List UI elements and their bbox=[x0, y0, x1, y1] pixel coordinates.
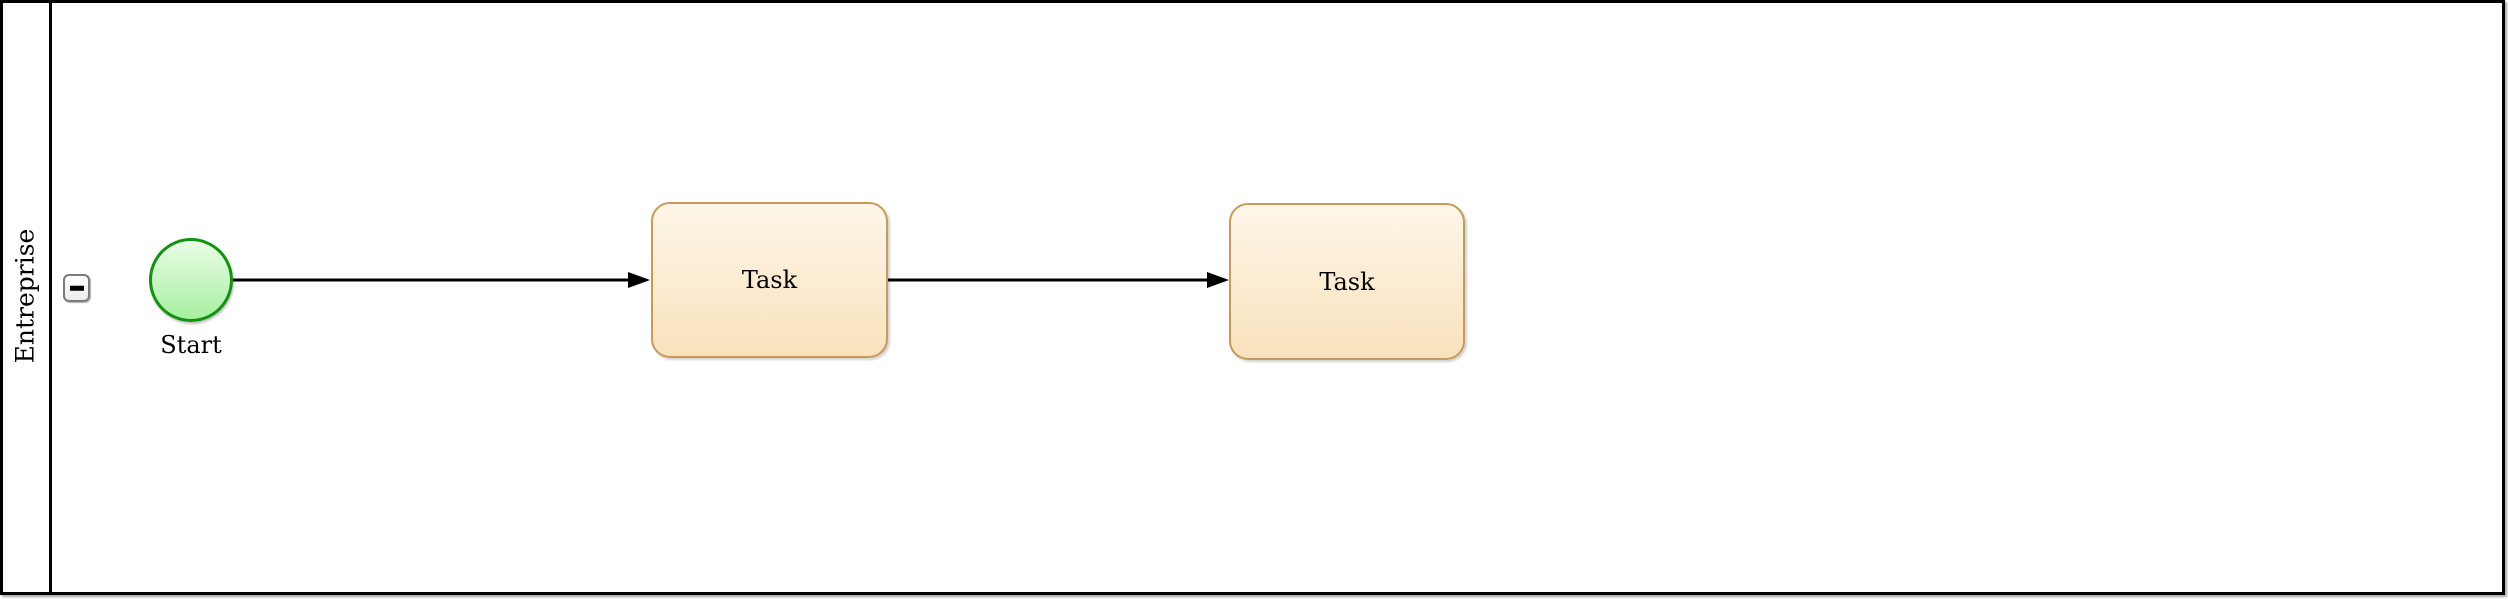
collapse-pool-button[interactable] bbox=[63, 274, 90, 302]
arrowhead-icon bbox=[1207, 272, 1229, 288]
sequence-flow-task1-to-task2[interactable] bbox=[888, 272, 1229, 288]
arrowhead-icon bbox=[628, 272, 650, 288]
lane-divider bbox=[49, 3, 52, 595]
task-node-1[interactable]: Task bbox=[651, 202, 888, 358]
minus-icon bbox=[69, 285, 84, 291]
start-event-node[interactable] bbox=[149, 238, 233, 322]
start-event-label: Start bbox=[160, 331, 222, 359]
task-node-2[interactable]: Task bbox=[1229, 203, 1465, 360]
sequence-flow-start-to-task1[interactable] bbox=[233, 272, 650, 288]
task-1-label: Task bbox=[741, 266, 798, 294]
task-2-label: Task bbox=[1319, 267, 1375, 296]
